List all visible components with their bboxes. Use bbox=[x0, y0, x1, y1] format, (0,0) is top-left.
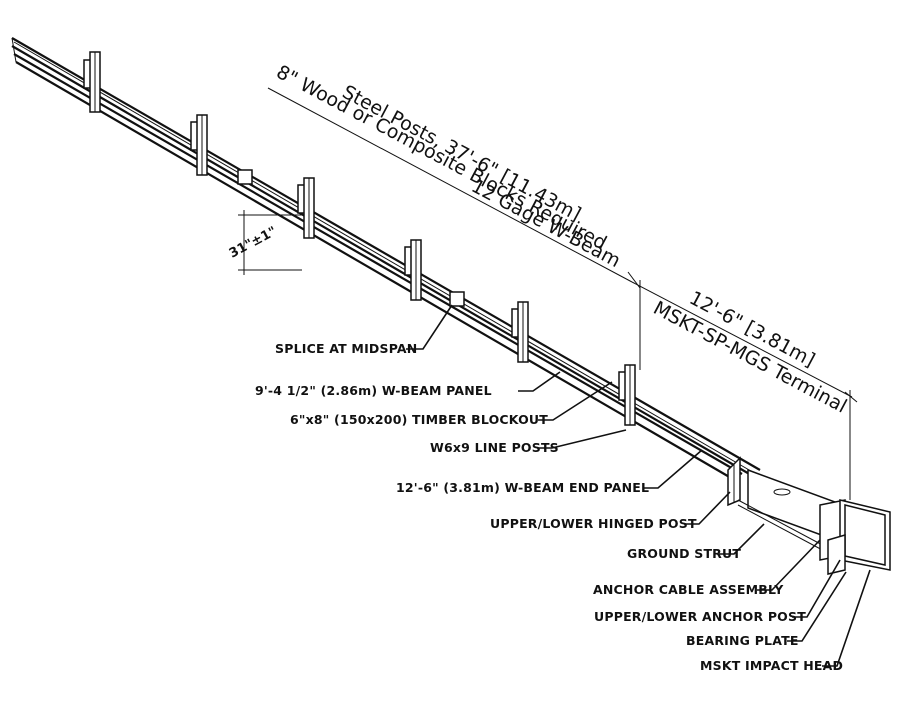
anchor-post-callout: UPPER/LOWER ANCHOR POST bbox=[594, 609, 806, 624]
mskt-terminal bbox=[727, 456, 891, 575]
hinged-post-callout: UPPER/LOWER HINGED POST bbox=[490, 516, 697, 531]
splice-marks bbox=[237, 169, 465, 307]
timber-blockout-callout: 6"x8" (150x200) TIMBER BLOCKOUT bbox=[290, 412, 548, 427]
line-post-3 bbox=[297, 177, 315, 239]
height-dimension bbox=[238, 210, 302, 275]
height-label: 31"±1" bbox=[227, 224, 280, 261]
post-run-dimension bbox=[267, 87, 641, 289]
bearing-plate-callout: BEARING PLATE bbox=[686, 633, 799, 648]
line-post-1 bbox=[83, 51, 101, 113]
splice-callout: SPLICE AT MIDSPAN bbox=[275, 341, 417, 356]
line-post-4 bbox=[404, 239, 422, 301]
anchor-cable-callout: ANCHOR CABLE ASSEMBLY bbox=[593, 582, 784, 597]
line-post-6 bbox=[618, 364, 636, 426]
impact-head-callout: MSKT IMPACT HEAD bbox=[700, 658, 843, 673]
wbeam-panel-callout: 9'-4 1/2" (2.86m) W-BEAM PANEL bbox=[255, 383, 492, 398]
line-posts-callout: W6x9 LINE POSTS bbox=[430, 440, 559, 455]
terminal-dimension bbox=[631, 280, 858, 500]
end-panel-callout: 12'-6" (3.81m) W-BEAM END PANEL bbox=[396, 480, 649, 495]
line-post-2 bbox=[190, 114, 208, 176]
ground-strut-callout: GROUND STRUT bbox=[627, 546, 741, 561]
leaders bbox=[406, 304, 871, 667]
line-post-5 bbox=[511, 301, 529, 363]
